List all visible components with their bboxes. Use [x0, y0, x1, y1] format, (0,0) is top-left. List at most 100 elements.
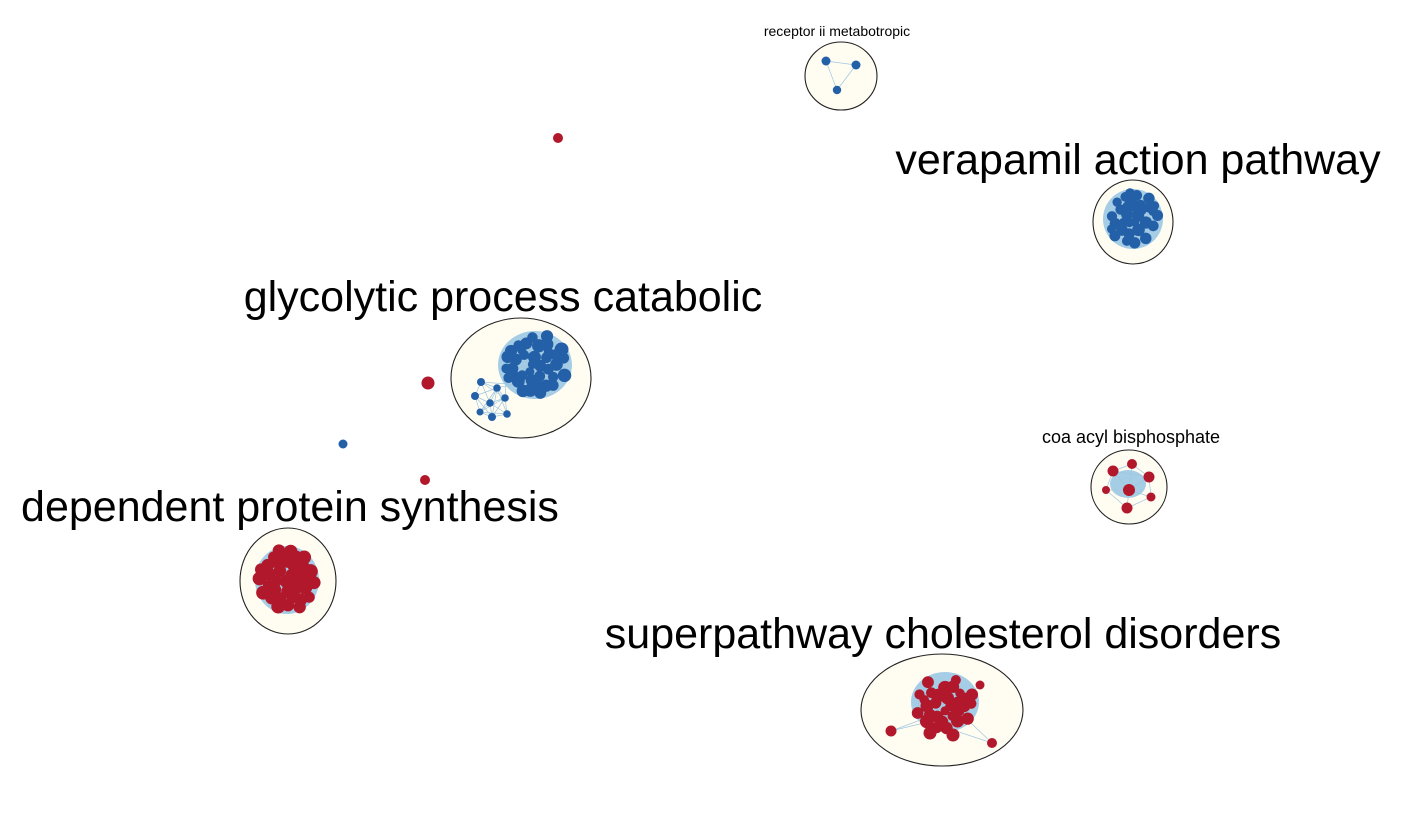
network-node: [488, 413, 496, 421]
network-node: [273, 564, 287, 578]
network-node: [525, 367, 535, 377]
cluster-nodes-glycolytic: [471, 330, 572, 421]
cluster-nodes-verapamil: [1103, 188, 1164, 249]
network-node: [1121, 236, 1132, 246]
network-node: [513, 340, 524, 351]
network-node: [297, 550, 312, 565]
network-node: [950, 714, 965, 728]
network-node: [922, 676, 934, 689]
singleton-nodes: [338, 133, 563, 485]
network-node: [285, 568, 297, 581]
network-edge: [825, 60, 838, 91]
network-node: [256, 585, 271, 600]
network-node: [929, 697, 942, 709]
network-node: [547, 379, 559, 391]
network-node: [923, 726, 937, 740]
cluster-nodes-protein: [252, 544, 321, 614]
cluster-label-verapamil: verapamil action pathway: [895, 136, 1381, 184]
network-node: [1127, 459, 1137, 469]
network-node: [254, 563, 268, 576]
network-node: [534, 370, 546, 382]
cluster-halo: [1110, 470, 1146, 498]
network-node: [1139, 232, 1152, 245]
cluster-label-receptor: receptor ii metabotropic: [764, 23, 910, 39]
network-node: [821, 56, 831, 66]
network-node: [965, 688, 979, 701]
network-node: [1149, 201, 1160, 211]
network-node: [501, 363, 512, 374]
network-node: [1146, 492, 1156, 502]
cluster-nodes-coa: [1102, 459, 1156, 514]
cluster-label-coa: coa acyl bisphosphate: [1042, 427, 1220, 447]
network-node: [987, 738, 997, 748]
cluster-nodes-receptor: [821, 56, 861, 95]
cluster-protein: dependent protein synthesis: [21, 483, 559, 635]
singleton-node: [338, 439, 348, 449]
network-node: [517, 370, 528, 381]
network-node: [286, 590, 299, 604]
network-edge: [1112, 470, 1150, 478]
network-node: [1128, 237, 1141, 249]
network-node: [938, 680, 953, 695]
network-edge: [825, 60, 857, 66]
cluster-superpathway: superpathway cholesterol disorders: [605, 610, 1281, 767]
network-node: [1123, 484, 1135, 496]
network-node: [477, 378, 485, 386]
network-edge: [491, 387, 498, 418]
network-node: [272, 592, 287, 606]
network-node: [503, 410, 511, 418]
network-node: [975, 680, 985, 690]
cluster-receptor: receptor ii metabotropic: [764, 23, 910, 111]
network-node: [959, 701, 971, 713]
network-node: [1112, 197, 1122, 207]
network-node: [476, 408, 484, 416]
network-node: [509, 353, 522, 366]
network-node: [527, 359, 538, 369]
network-node: [523, 383, 538, 397]
network-node: [509, 370, 519, 380]
network-node: [911, 707, 924, 719]
network-node: [542, 363, 554, 375]
network-node: [272, 544, 286, 557]
network-edge: [836, 64, 857, 91]
cluster-glycolytic: glycolytic process catabolic: [244, 273, 763, 439]
network-node: [557, 368, 572, 383]
network-node: [534, 386, 547, 399]
network-node: [547, 371, 559, 383]
network-node: [950, 675, 961, 686]
network-edge: [479, 411, 508, 415]
singleton-node: [421, 376, 435, 390]
network-node: [1121, 502, 1133, 514]
network-node: [1143, 192, 1155, 205]
network-node: [946, 728, 960, 742]
network-node: [1102, 486, 1110, 494]
network-node: [1106, 224, 1116, 234]
network-node: [926, 687, 937, 699]
network-node: [300, 574, 312, 586]
network-node: [486, 399, 494, 407]
network-edge: [480, 381, 506, 399]
cluster-label-glycolytic: glycolytic process catabolic: [244, 273, 763, 321]
network-node: [540, 337, 554, 351]
singleton-node: [553, 133, 563, 143]
network-node: [493, 384, 501, 392]
cluster-verapamil: verapamil action pathway: [895, 136, 1381, 265]
network-node: [557, 352, 570, 364]
cluster-label-protein: dependent protein synthesis: [21, 483, 559, 531]
network-node: [1130, 217, 1140, 227]
network-node: [1124, 193, 1138, 207]
network-node: [832, 85, 842, 95]
network-node: [303, 591, 315, 603]
network-node: [1106, 211, 1118, 222]
network-edge: [496, 387, 508, 415]
network-node: [1107, 465, 1119, 477]
network-node: [1143, 471, 1155, 483]
network-node: [961, 712, 974, 725]
network-node: [851, 60, 861, 70]
network-node: [924, 708, 936, 721]
singleton-node: [420, 475, 430, 485]
cluster-coa: coa acyl bisphosphate: [1042, 427, 1220, 525]
network-node: [289, 579, 304, 595]
cluster-boundary-receptor: [804, 41, 878, 111]
